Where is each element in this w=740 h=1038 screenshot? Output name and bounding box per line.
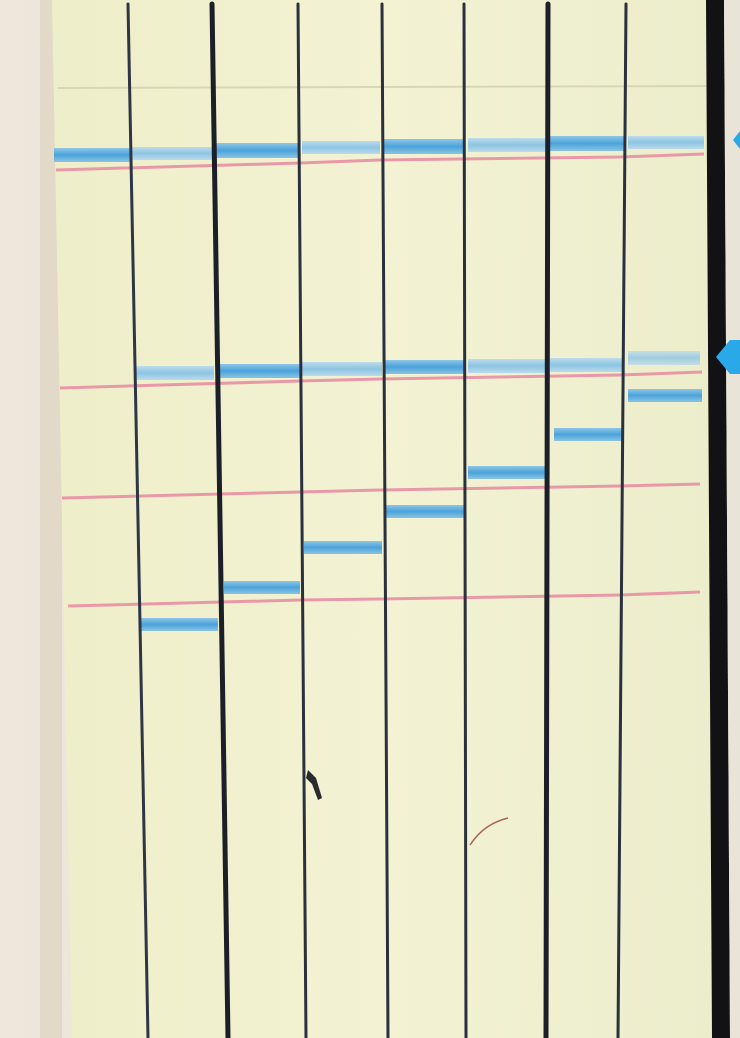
band-mid-strip-4 xyxy=(302,362,382,376)
band-mid-strip-6 xyxy=(468,359,548,373)
band-top-strip-3 xyxy=(216,143,298,158)
band-mid-strip-8 xyxy=(628,351,700,365)
sample-band-strip-8 xyxy=(628,389,702,402)
band-top-strip-4 xyxy=(302,141,380,154)
sample-band-strip-4 xyxy=(304,541,382,554)
sample-band-strip-2 xyxy=(140,618,218,631)
divider-6 xyxy=(546,4,548,1038)
band-top-strip-7 xyxy=(550,136,624,151)
band-top-strip-2 xyxy=(132,147,212,160)
band-top-strip-5 xyxy=(384,139,464,154)
band-mid-strip-5 xyxy=(384,360,466,374)
sample-band-strip-5 xyxy=(386,505,464,518)
band-mid-strip-2 xyxy=(134,366,214,380)
sample-band-strip-3 xyxy=(224,581,300,594)
band-top-strip-6 xyxy=(468,138,546,152)
band-mid-strip-3 xyxy=(218,364,300,378)
band-top-strip-1 xyxy=(54,148,130,162)
band-mid-strip-7 xyxy=(550,358,624,372)
divider-5 xyxy=(464,4,466,1038)
sample-band-strip-7 xyxy=(554,428,622,441)
band-top-strip-8 xyxy=(628,136,704,149)
sample-band-strip-6 xyxy=(468,466,546,479)
